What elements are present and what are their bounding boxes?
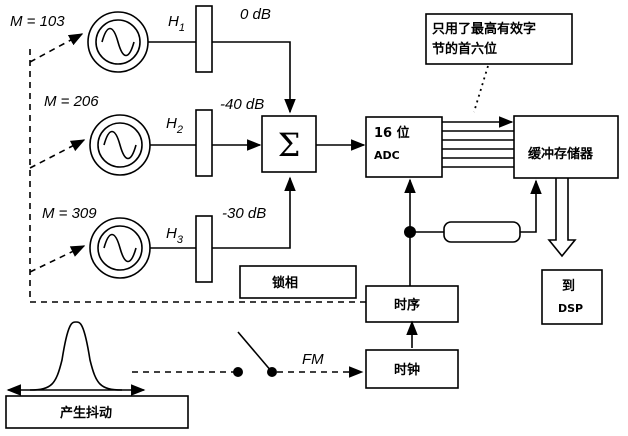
clock-label: 时钟 <box>394 362 420 378</box>
osc1-label: M = 103 <box>10 13 65 30</box>
fm-label: FM <box>302 351 324 368</box>
delay-element <box>443 221 521 243</box>
annotation-line2: 节的首六位 <box>432 41 497 57</box>
gain-2: -40 dB <box>220 96 264 113</box>
delay-to-buffer-arrow <box>520 179 542 233</box>
phase-lock-dashed-bus <box>29 44 366 303</box>
sum-symbol: Σ <box>278 126 301 164</box>
annotation-pointer <box>473 65 489 113</box>
oscillator-3 <box>89 217 151 279</box>
phase-lock-label: 锁相 <box>272 275 298 291</box>
phase-lock-box <box>239 265 357 299</box>
filter-h3-label: H3 <box>166 225 184 246</box>
phase-lock-to-osc3 <box>29 245 86 273</box>
filter-h2-label: H2 <box>166 115 183 136</box>
buffer-memory-label: 缓冲存储器 <box>528 146 594 162</box>
adc-line1: 16 位 <box>374 125 410 141</box>
oscillator-1 <box>87 11 149 73</box>
timing-block <box>365 285 459 323</box>
filter1-to-sum-arrow <box>212 41 296 114</box>
filter-h1 <box>195 5 213 73</box>
osc3-label: M = 309 <box>42 205 97 222</box>
filter3-to-sum-arrow <box>212 176 296 249</box>
dsp-block <box>541 269 603 325</box>
phase-lock-to-osc1 <box>29 33 84 63</box>
jitter-label: 产生抖动 <box>60 405 112 421</box>
annotation-box <box>425 13 573 65</box>
buffer-memory-block <box>513 115 619 179</box>
sum-block <box>261 115 317 173</box>
filter-h3 <box>195 215 213 283</box>
oscillator-2 <box>89 114 151 176</box>
switch-contact-left <box>233 367 243 377</box>
jitter-gaussian-curve <box>29 321 123 391</box>
clock-block <box>365 349 459 389</box>
adc-line2: ADC <box>374 149 400 162</box>
annotation-line1: 只用了最高有效字 <box>432 21 536 37</box>
filter-h2 <box>195 109 213 177</box>
dsp-line1: 到 <box>562 279 575 294</box>
switch-arm <box>237 331 273 373</box>
gain-3: -30 dB <box>222 205 266 222</box>
data-bus <box>442 116 514 168</box>
dsp-line2: DSP <box>558 302 583 315</box>
jitter-generator-box <box>5 395 189 429</box>
timing-label: 时序 <box>394 297 420 313</box>
gain-1: 0 dB <box>240 6 271 23</box>
filter-h1-label: H1 <box>168 13 185 34</box>
to-dsp-hollow-arrow <box>547 178 577 258</box>
adc-block <box>365 116 443 178</box>
osc2-label: M = 206 <box>44 93 99 110</box>
phase-lock-to-osc2 <box>29 139 86 169</box>
